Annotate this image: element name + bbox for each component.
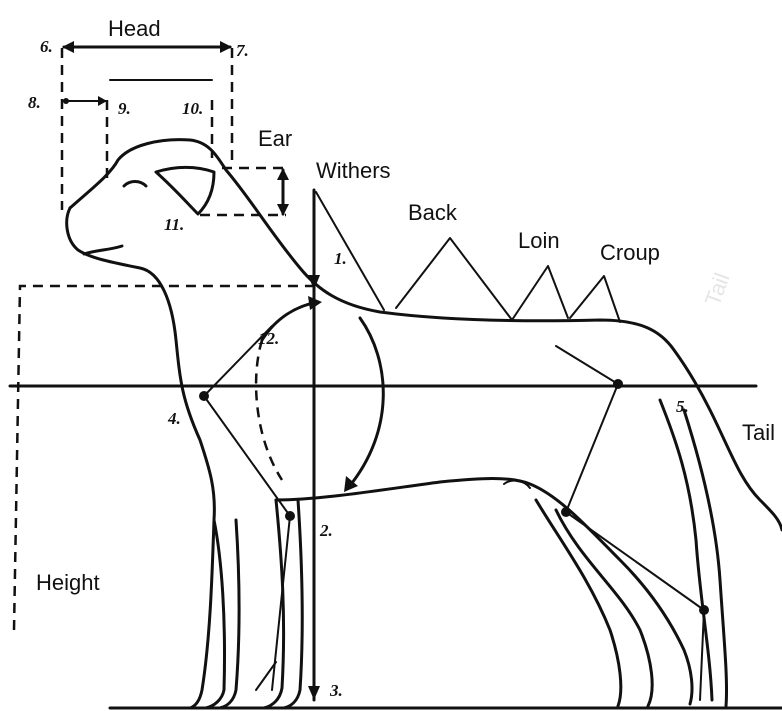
dog-ear bbox=[156, 168, 214, 215]
hip-point-dot bbox=[613, 379, 623, 389]
ear-arrow-down bbox=[277, 204, 289, 216]
marker-4: 4. bbox=[167, 409, 181, 428]
dog-eye bbox=[124, 182, 146, 187]
marker-12: 12. bbox=[258, 329, 279, 348]
loin-pointer-lines bbox=[512, 266, 568, 320]
label-loin: Loin bbox=[518, 228, 560, 253]
hind-leg-right-outer bbox=[684, 410, 727, 706]
label-tail: Tail bbox=[742, 420, 775, 445]
hind-leg-left bbox=[536, 500, 621, 706]
chest-arc-solid bbox=[348, 318, 383, 488]
head-arrow-left-head bbox=[62, 41, 74, 53]
marker-5: 5. bbox=[676, 397, 689, 416]
label-height: Height bbox=[36, 570, 100, 595]
ghost-tail-label: Tail bbox=[700, 270, 735, 310]
rear-thigh-line bbox=[566, 512, 704, 610]
dog-mouth bbox=[84, 246, 122, 254]
back-pointer-lines bbox=[396, 238, 512, 320]
marker-7: 7. bbox=[236, 41, 249, 60]
head-arrow-right-head bbox=[220, 41, 232, 53]
marker-9: 9. bbox=[118, 99, 131, 118]
marker-10: 10. bbox=[182, 99, 203, 118]
rear-angulation-lines bbox=[556, 346, 618, 512]
ear-arrow-up bbox=[277, 168, 289, 180]
dog-belly bbox=[276, 479, 692, 705]
ground-arrow-down bbox=[308, 686, 320, 700]
dog-muzzle-outline bbox=[67, 208, 215, 708]
marker-6: 6. bbox=[40, 37, 53, 56]
label-croup: Croup bbox=[600, 240, 660, 265]
label-withers: Withers bbox=[316, 158, 391, 183]
marker-1: 1. bbox=[334, 249, 347, 268]
front-leg-right-inner bbox=[284, 500, 302, 708]
croup-pointer-lines bbox=[570, 276, 620, 322]
shoulder-point-dot bbox=[199, 391, 209, 401]
chest-arc-dashed bbox=[256, 340, 282, 480]
marker-3: 3. bbox=[329, 681, 343, 700]
marker-2: 2. bbox=[319, 521, 333, 540]
label-back: Back bbox=[408, 200, 458, 225]
label-head: Head bbox=[108, 16, 161, 41]
stop-arrow-head bbox=[98, 96, 107, 106]
front-angulation-lines bbox=[204, 326, 290, 516]
stop-arrow-dot bbox=[63, 98, 69, 104]
marker-8: 8. bbox=[28, 93, 41, 112]
label-ear: Ear bbox=[258, 126, 292, 151]
rear-pastern-line bbox=[700, 610, 704, 700]
marker-11: 11. bbox=[164, 215, 184, 234]
